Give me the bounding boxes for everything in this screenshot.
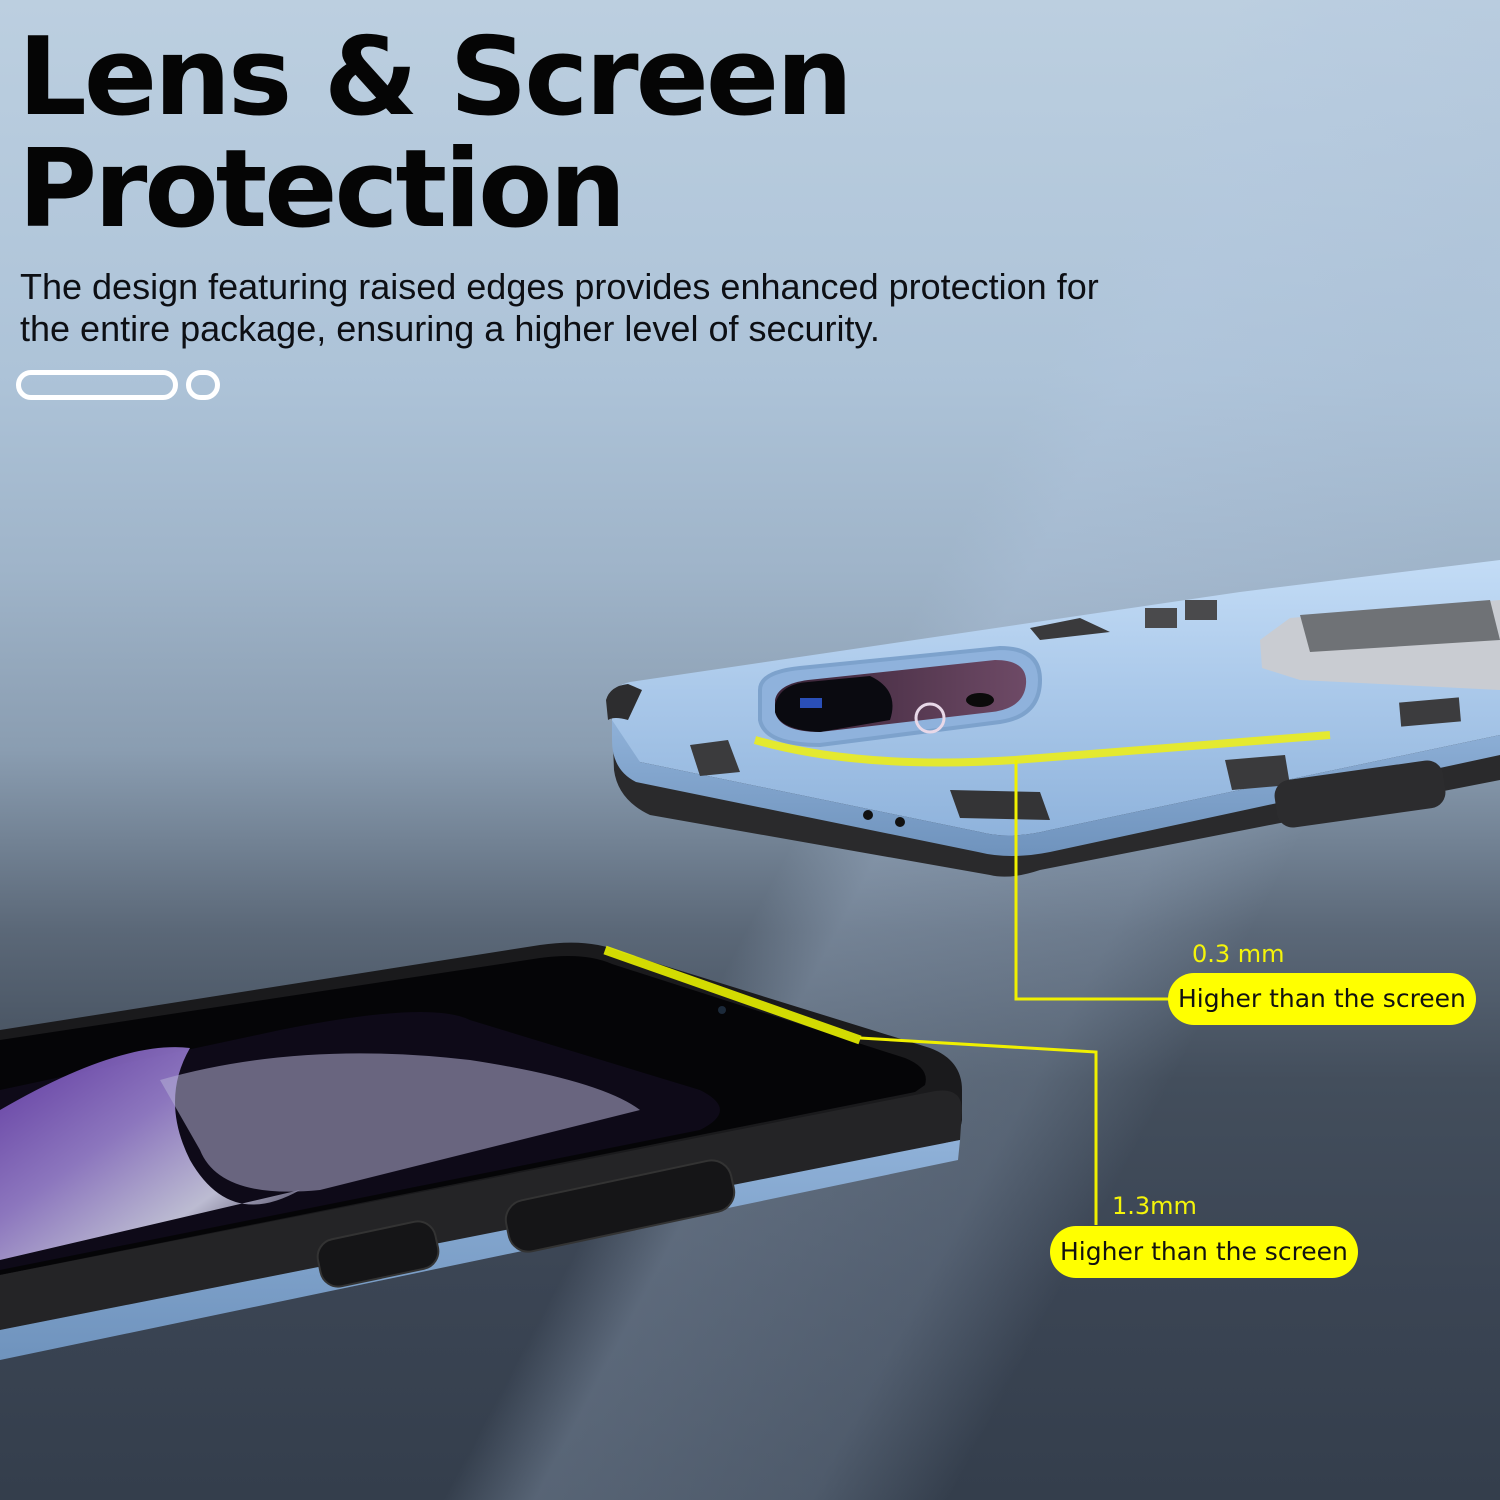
- lens-height-value: 0.3 mm: [1192, 940, 1285, 968]
- screen-height-label: Higher than the screen: [1050, 1226, 1358, 1278]
- pagination-dot[interactable]: [186, 370, 220, 400]
- description-line-1: The design featuring raised edges provid…: [20, 266, 1099, 307]
- callout-line-lens: [1014, 760, 1172, 1001]
- title-line-2: Protection: [18, 127, 626, 252]
- ring-holder: [1260, 600, 1500, 690]
- title-line-1: Lens & Screen: [18, 15, 853, 140]
- lower-phone-front: [0, 942, 962, 1360]
- upper-phone-back: [606, 560, 1500, 877]
- screen-edge-highlight: [603, 945, 862, 1045]
- pagination-indicator: [16, 370, 220, 400]
- screen-height-value: 1.3mm: [1112, 1192, 1197, 1220]
- page-title: Lens & Screen Protection: [18, 15, 853, 252]
- description-line-2: the entire package, ensuring a higher le…: [20, 308, 880, 349]
- camera-module: [758, 645, 1043, 748]
- lens-height-label: Higher than the screen: [1168, 973, 1476, 1025]
- callout-line-screen: [859, 1036, 1098, 1225]
- pagination-dot-active[interactable]: [16, 370, 178, 400]
- description: The design featuring raised edges provid…: [20, 266, 1220, 350]
- callout-lines: [859, 760, 1172, 1225]
- lens-edge-highlight: [753, 731, 1331, 767]
